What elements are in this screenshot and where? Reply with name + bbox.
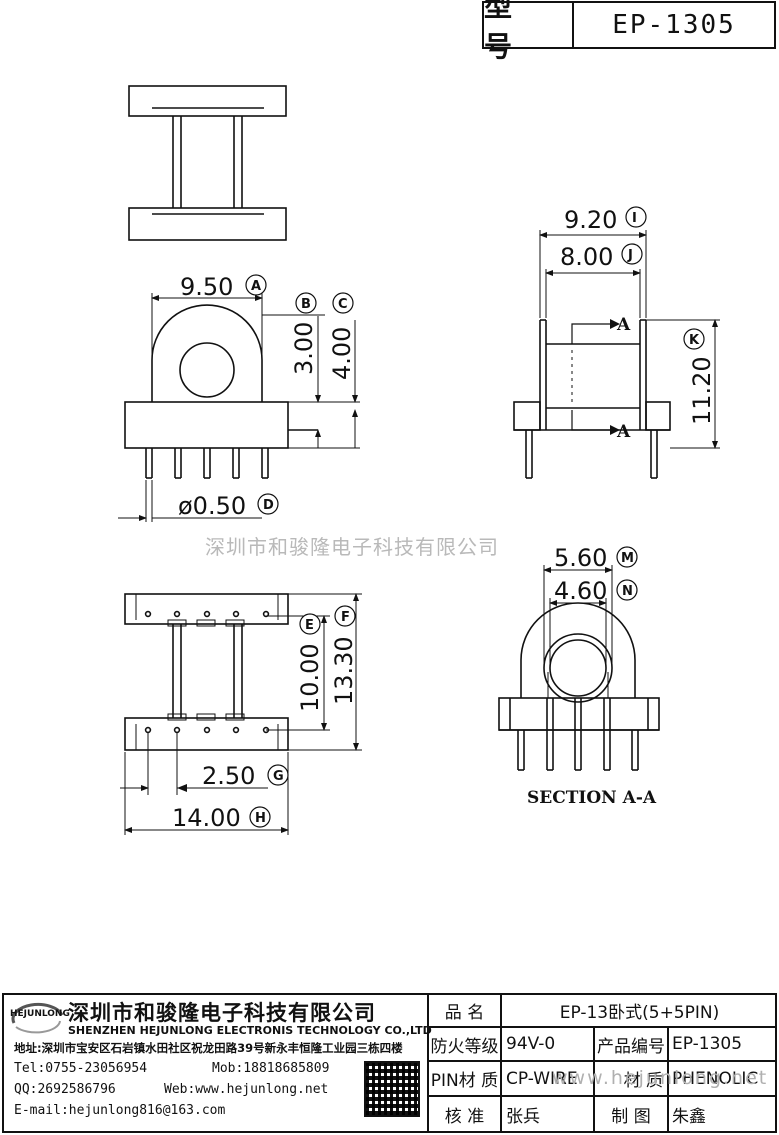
company-email: E-mail:hejunlong816@163.com — [14, 1103, 226, 1118]
fire-rating-value: 94V-0 — [506, 1034, 556, 1054]
dim-a-value: 9.50 — [180, 273, 233, 301]
drawn-by-label: 制 图 — [611, 1106, 651, 1127]
dim-m-value: 5.60 — [554, 544, 607, 572]
company-name-en: SHENZHEN HEJUNLONG ELECTRONIS TECHNOLOGY… — [68, 1024, 432, 1037]
dim-e-value: 10.00 — [296, 643, 324, 712]
top-view — [128, 85, 287, 241]
company-logo — [10, 999, 66, 1039]
pin-material-value: CP-WIRE — [506, 1068, 578, 1089]
marker-i: I — [632, 211, 637, 226]
company-mob: Mob:18818685809 — [212, 1061, 330, 1076]
material-label: 材 质 — [623, 1071, 663, 1091]
qr-code-icon — [364, 1061, 420, 1117]
dim-k-value: 11.20 — [688, 356, 716, 425]
company-tel: Tel:0755-23056954 — [14, 1061, 148, 1076]
dim-g-value: 2.50 — [202, 762, 255, 790]
section-cut-label-bottom: A — [616, 422, 631, 442]
dim-i-value: 9.20 — [564, 206, 617, 234]
dim-f-value: 13.30 — [330, 636, 358, 705]
bottom-view — [124, 593, 289, 751]
drawn-by-value: 朱鑫 — [672, 1106, 706, 1127]
watermark-bottom: www.hejunlong.net — [552, 1067, 769, 1089]
watermark-center: 深圳市和骏隆电子科技有限公司 — [205, 535, 499, 559]
marker-n: N — [622, 584, 633, 599]
product-code-label: 产品编号 — [597, 1036, 665, 1057]
technical-drawing: 9.50 3.00 4.00 ø0.50 9.20 8.00 11.20 10.… — [118, 85, 720, 835]
pin-material-label: PIN材 质 — [430, 1071, 499, 1091]
dim-c-value: 4.00 — [328, 327, 356, 380]
dim-b-value: 3.00 — [290, 322, 318, 375]
company-name-cn: 深圳市和骏隆电子科技有限公司 — [68, 1001, 376, 1025]
dim-h-value: 14.00 — [172, 804, 241, 832]
logo-text: HEJUNLONG — [10, 1009, 70, 1019]
marker-h: H — [255, 811, 266, 826]
title-block: HEJUNLONG 深圳市和骏隆电子科技有限公司 SHENZHEN HEJUNL… — [2, 993, 777, 1133]
marker-b: B — [301, 297, 311, 312]
approved-by-value: 张兵 — [506, 1106, 540, 1127]
product-name-value: EP-13卧式(5+5PIN) — [559, 1003, 720, 1023]
section-cut-label-top: A — [616, 315, 631, 335]
marker-c: C — [338, 297, 348, 312]
marker-j: J — [627, 248, 633, 263]
marker-a: A — [251, 279, 261, 294]
model-value: EP-1305 — [612, 10, 736, 40]
marker-g: G — [273, 769, 284, 784]
company-web: Web:www.hejunlong.net — [164, 1082, 329, 1097]
company-qq: QQ:2692586796 — [14, 1082, 116, 1097]
company-address: 地址:深圳市宝安区石岩镇水田社区祝龙田路39号新永丰恒隆工业园三栋四楼 — [14, 1041, 403, 1055]
marker-e: E — [305, 618, 314, 633]
section-caption: SECTION A-A — [527, 788, 657, 808]
section-a-a — [498, 602, 660, 771]
dim-n-value: 4.60 — [554, 577, 607, 605]
product-code-value: EP-1305 — [672, 1034, 743, 1054]
product-name-label: 品 名 — [444, 1003, 485, 1023]
marker-k: K — [689, 333, 700, 348]
front-view — [124, 304, 318, 479]
marker-d: D — [263, 498, 274, 513]
marker-f: F — [341, 610, 350, 625]
approved-by-label: 核 准 — [444, 1106, 485, 1127]
marker-m: M — [621, 551, 634, 566]
dim-d-value: ø0.50 — [178, 492, 246, 520]
material-value: PHENOLIC — [672, 1068, 759, 1089]
fire-rating-label: 防火等级 — [430, 1036, 499, 1057]
side-view — [513, 319, 671, 479]
dim-j-value: 8.00 — [560, 243, 613, 271]
